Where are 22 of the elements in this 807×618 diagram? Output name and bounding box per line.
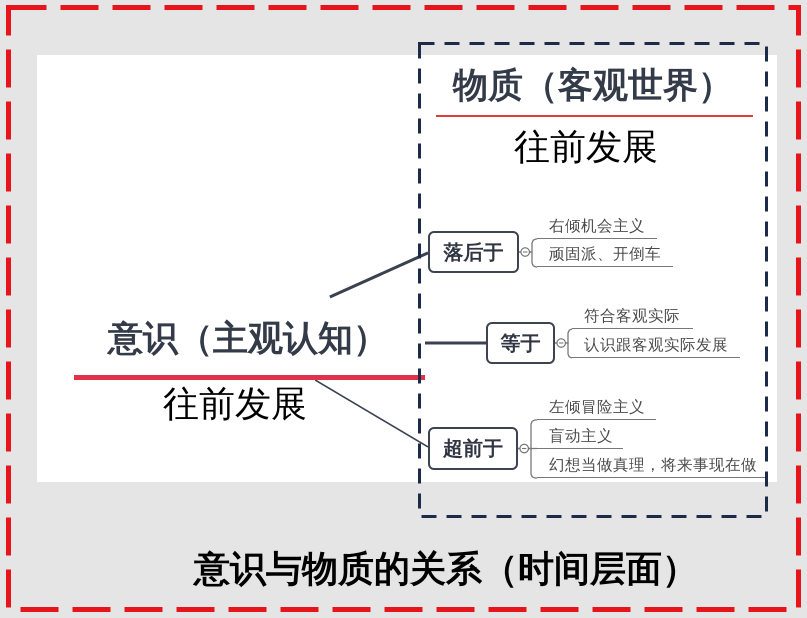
- branch-line: [329, 251, 429, 298]
- branch-line: [314, 379, 428, 448]
- dashed-frame: [418, 42, 768, 518]
- subtopic: 幻想当做真理，将来事现在做: [537, 453, 765, 478]
- bracket-line: [519, 247, 538, 268]
- bracket-line: [518, 444, 537, 479]
- topic-box: 超前于: [428, 427, 518, 470]
- subtopic: 认识跟客观实际发展: [572, 333, 740, 358]
- branch-line: [425, 341, 486, 344]
- caption: 意识与物质的关系（时间层面）: [194, 549, 698, 591]
- subtopic: 右倾机会主义: [537, 214, 657, 239]
- topic-heading: 意识（主观认知）: [74, 297, 425, 380]
- topic-box: 等于: [486, 322, 555, 364]
- bracket-line: [555, 338, 573, 359]
- subtopic: 符合客观实际: [572, 304, 693, 329]
- subtopic: 左倾冒险主义: [537, 395, 656, 420]
- subtitle-text: 往前发展: [163, 384, 307, 426]
- heading-text: 物质（客观世界）: [453, 65, 733, 107]
- subtitle-text: 往前发展: [514, 127, 658, 169]
- topic-box: 落后于: [428, 231, 519, 273]
- subtopic: 盲动主义: [537, 424, 623, 449]
- subtopic: 顽固派、开倒车: [537, 242, 673, 267]
